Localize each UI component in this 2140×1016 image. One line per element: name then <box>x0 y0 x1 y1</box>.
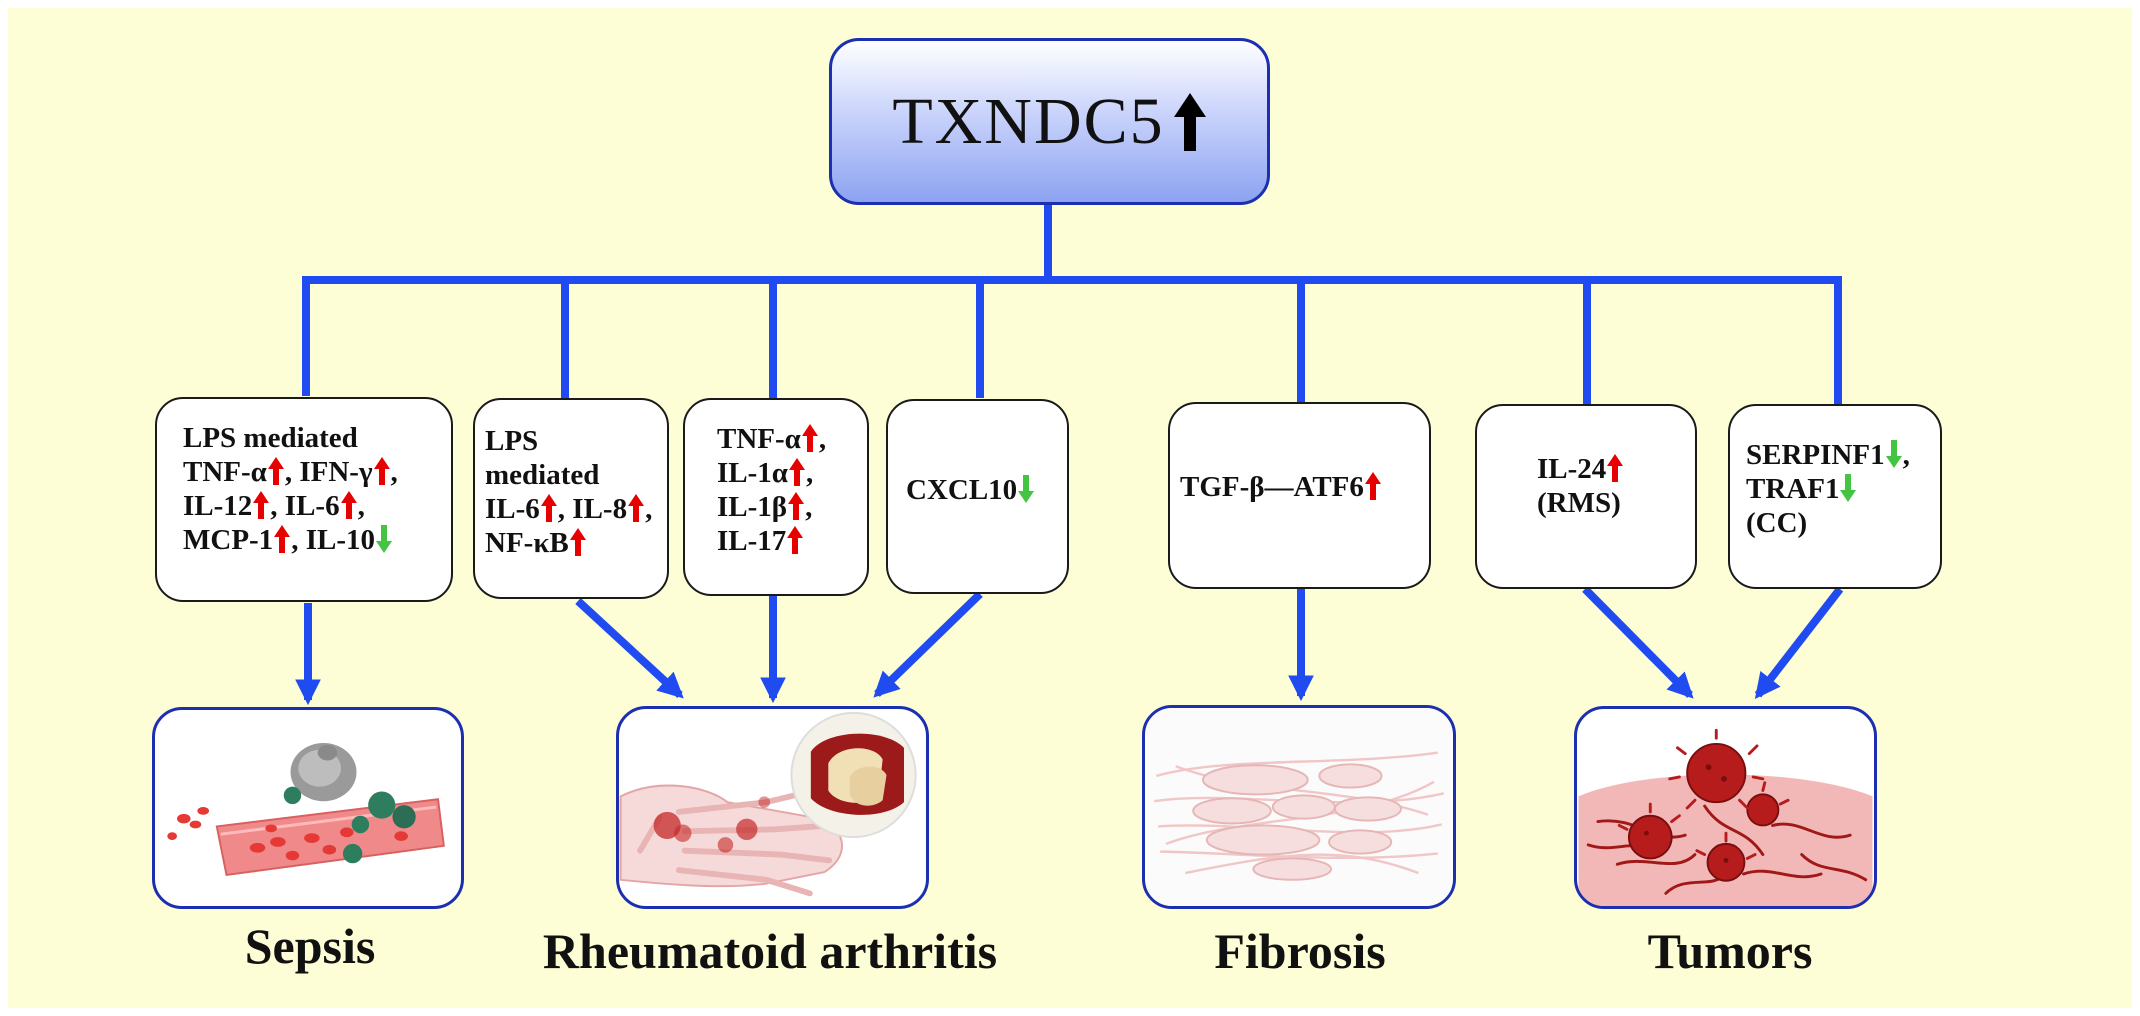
red-up-arrow-icon <box>274 525 291 553</box>
blood-vessel-illustration <box>167 742 445 877</box>
mediator-line: MCP-1 , IL-10 <box>183 523 451 557</box>
arrow-il24-to-tumors <box>1582 586 1694 699</box>
arrow-serpinf1-to-tumors <box>1754 586 1844 700</box>
mediator-text: TNF-α <box>183 456 267 488</box>
disease-label-tumors: Tumors <box>1647 923 1813 979</box>
mediator-text: IL-12 <box>183 490 253 522</box>
disease-label-rheumatoid-arthritis: Rheumatoid arthritis <box>542 923 998 979</box>
mediator-line: TRAF1 <box>1746 472 1940 506</box>
mediator-text: LPS <box>485 425 539 457</box>
disease-label-fibrosis: Fibrosis <box>1214 923 1386 979</box>
mediator-box-tumor-serpinf1: SERPINF1,TRAF1(CC) <box>1728 404 1942 589</box>
mediator-text: , <box>805 457 814 489</box>
red-up-arrow-icon <box>253 491 270 519</box>
mediator-line: IL-6 , IL-8, <box>485 492 667 526</box>
root-node-box: TXNDC5 <box>829 38 1270 205</box>
mediator-text: SERPINF1 <box>1746 439 1885 471</box>
fibrosis-illustration-box <box>1142 705 1456 909</box>
fibrous-tissue-illustration <box>1146 708 1452 906</box>
mediator-box-fibrosis: TGF-β—ATF6 <box>1168 402 1431 589</box>
mediator-text: IL-6 <box>485 493 540 525</box>
mediator-text: , <box>645 493 653 525</box>
mediator-line: LPS <box>485 424 667 458</box>
arrow-lps-to-ra <box>575 598 684 699</box>
mediator-text: , IL-6 <box>270 490 340 522</box>
mediator-line: IL-24 <box>1537 452 1695 486</box>
hand-joint-illustration <box>619 711 917 897</box>
mediator-text: MCP-1 <box>183 524 274 556</box>
mediator-text: (CC) <box>1746 507 1808 539</box>
mediator-text: , <box>357 490 365 522</box>
mediator-line: (CC) <box>1746 506 1940 540</box>
mediator-text: , IFN-γ <box>284 456 373 488</box>
mediator-box-ra-cytokines: TNF-α,IL-1α,IL-1β,IL-17 <box>683 398 869 596</box>
red-up-arrow-icon <box>788 492 805 520</box>
sepsis-illustration-box <box>152 707 464 909</box>
mediator-line: CXCL10 <box>906 473 1067 507</box>
mediator-text: NF-κB <box>485 527 569 559</box>
mediator-line: (RMS) <box>1537 486 1695 520</box>
green-down-arrow-icon <box>1018 475 1035 503</box>
red-up-arrow-icon <box>788 458 805 486</box>
mediator-line: TGF-β—ATF6 <box>1180 470 1429 504</box>
mediator-line: IL-12 , IL-6, <box>183 489 451 523</box>
mediator-text: , <box>390 456 398 488</box>
root-node-label: TXNDC5 <box>892 84 1165 158</box>
mediator-line: NF-κB <box>485 526 667 560</box>
mediator-line: IL-17 <box>717 524 867 558</box>
mediator-line: SERPINF1, <box>1746 438 1940 472</box>
mediator-text: TRAF1 <box>1746 473 1840 505</box>
mediator-text: IL-17 <box>717 525 787 557</box>
mediator-line: LPS mediated <box>183 421 451 455</box>
mediator-text: IL-1α <box>717 457 788 489</box>
green-down-arrow-icon <box>1885 440 1902 468</box>
tumor-cells-illustration <box>1578 728 1873 906</box>
ra-illustration-box <box>616 706 929 909</box>
mediator-text: , <box>1902 439 1910 471</box>
mediator-box-ra-cxcl10: CXCL10 <box>886 399 1069 594</box>
mediator-text: , IL-10 <box>291 524 375 556</box>
red-up-arrow-icon <box>1364 472 1381 500</box>
mediator-text: IL-1β <box>717 491 788 523</box>
mediator-text: TNF-α <box>717 423 801 455</box>
mediator-text: (RMS) <box>1537 487 1621 519</box>
up-arrow-icon <box>1173 92 1206 151</box>
green-down-arrow-icon <box>375 525 392 553</box>
mediator-text: TGF-β—ATF6 <box>1180 471 1364 503</box>
red-up-arrow-icon <box>801 424 818 452</box>
red-up-arrow-icon <box>787 526 804 554</box>
mediator-line: TNF-α, <box>717 422 867 456</box>
mediator-text: , IL-8 <box>557 493 628 525</box>
mediator-text: CXCL10 <box>906 474 1018 506</box>
mediator-text: IL-24 <box>1537 453 1607 485</box>
red-up-arrow-icon <box>1607 454 1624 482</box>
red-up-arrow-icon <box>373 457 390 485</box>
tumors-illustration-box <box>1574 706 1877 909</box>
red-up-arrow-icon <box>540 494 557 522</box>
mediator-text: mediated <box>485 459 600 491</box>
disease-label-sepsis: Sepsis <box>244 918 376 974</box>
mediator-text: , <box>818 423 827 455</box>
red-up-arrow-icon <box>569 528 586 556</box>
mediator-text: , <box>805 491 813 523</box>
green-down-arrow-icon <box>1840 474 1857 502</box>
mediator-line: IL-1α, <box>717 456 867 490</box>
mediator-box-tumor-il24: IL-24(RMS) <box>1475 404 1697 589</box>
red-up-arrow-icon <box>340 491 357 519</box>
mediator-line: IL-1β, <box>717 490 867 524</box>
arrow-cxcl10-to-ra <box>873 591 983 698</box>
mediator-line: mediated <box>485 458 667 492</box>
mediator-line: TNF-α , IFN-γ, <box>183 455 451 489</box>
red-up-arrow-icon <box>628 494 645 522</box>
red-up-arrow-icon <box>267 457 284 485</box>
mediator-text: LPS mediated <box>183 422 358 454</box>
